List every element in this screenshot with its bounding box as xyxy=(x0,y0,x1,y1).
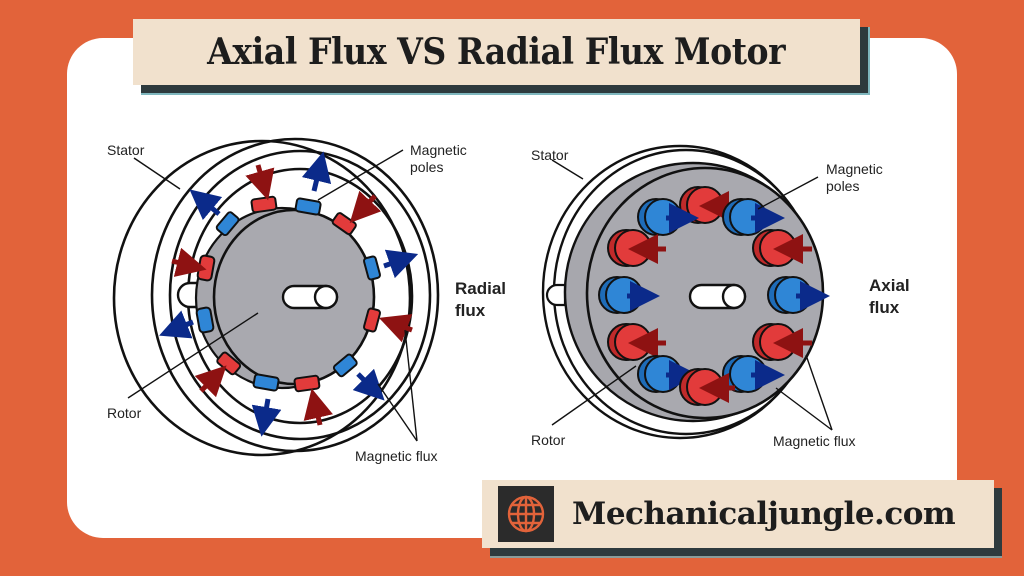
brand-banner: Mechanicaljungle.com xyxy=(482,480,1002,558)
axial-poles xyxy=(598,186,830,406)
radial-stator xyxy=(112,137,440,457)
axial-shaft xyxy=(688,283,747,310)
brand-name: Mechanicaljungle.com xyxy=(572,496,956,532)
axial-shaft-nub xyxy=(545,283,567,307)
radial-shaft-nub xyxy=(176,281,202,309)
axial-rotor-label: Rotor xyxy=(531,432,566,448)
radial-stator-label: Stator xyxy=(107,142,145,158)
radial-type-label-2: flux xyxy=(455,301,486,320)
radial-flux-label: Magnetic flux xyxy=(355,448,437,464)
radial-shaft xyxy=(281,284,339,310)
title-banner-box: Axial Flux VS Radial Flux Motor xyxy=(133,19,860,85)
radial-poles xyxy=(159,151,419,437)
page-title: Axial Flux VS Radial Flux Motor xyxy=(207,31,786,73)
globe-icon xyxy=(498,486,554,542)
radial-leader-lines xyxy=(127,149,418,442)
radial-rotor-label: Rotor xyxy=(107,405,142,421)
axial-leader-lines xyxy=(551,159,833,431)
radial-poles-label-1: Magnetic xyxy=(410,142,467,158)
axial-type-label-1: Axial xyxy=(869,276,910,295)
brand-banner-box: Mechanicaljungle.com xyxy=(482,480,994,548)
axial-poles-label-1: Magnetic xyxy=(826,161,883,177)
axial-stator-label: Stator xyxy=(531,147,569,163)
axial-flux-motor: Stator Magnetic poles Rotor Magnetic flu… xyxy=(531,144,910,449)
title-banner: Axial Flux VS Radial Flux Motor xyxy=(133,19,870,95)
radial-poles-label-2: poles xyxy=(410,159,443,175)
axial-poles-label-2: poles xyxy=(826,178,859,194)
axial-flux-label: Magnetic flux xyxy=(773,433,855,449)
radial-type-label-1: Radial xyxy=(455,279,506,298)
radial-flux-motor: Stator Magnetic poles Rotor Magnetic flu… xyxy=(107,137,506,464)
axial-type-label-2: flux xyxy=(869,298,900,317)
